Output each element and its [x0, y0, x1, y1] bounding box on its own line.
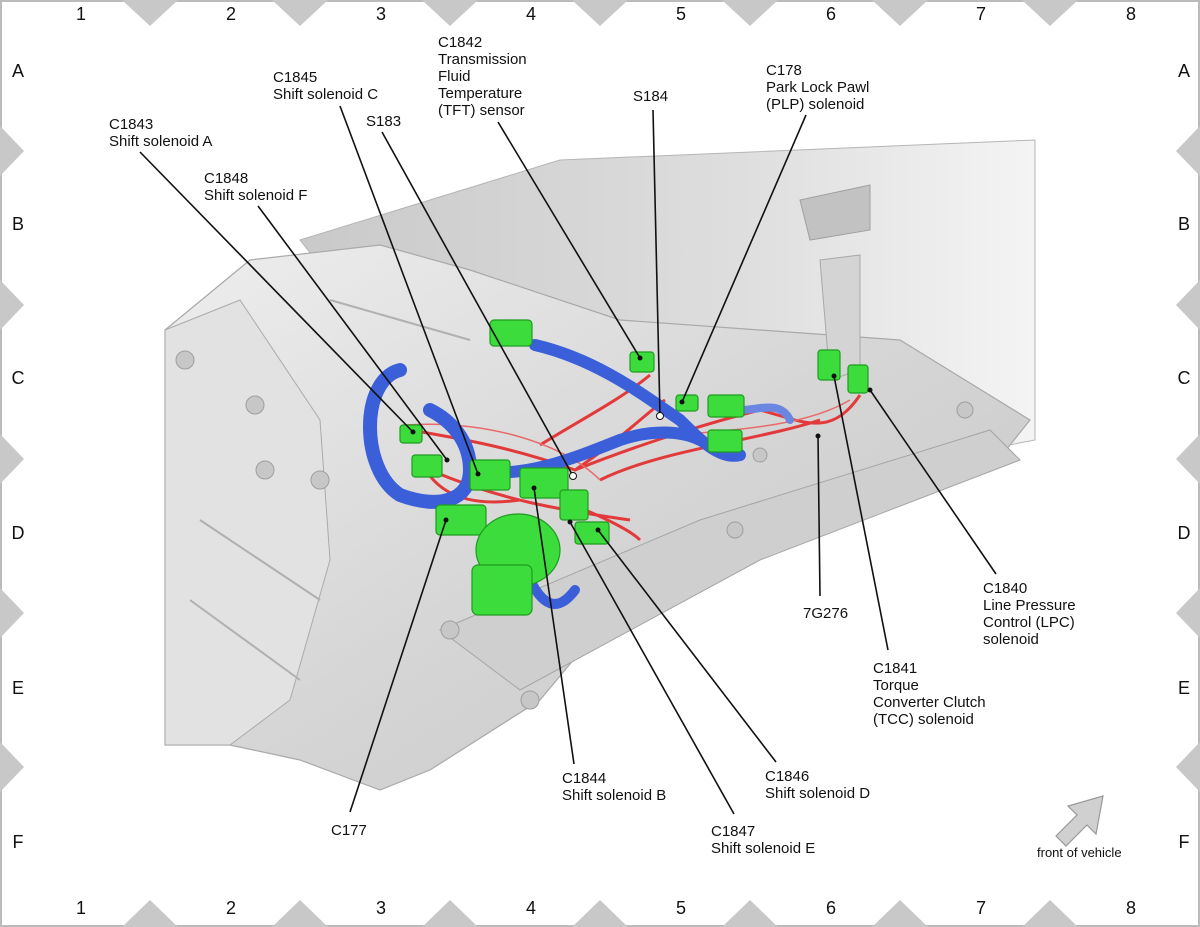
leader-7g276: [817, 435, 821, 597]
grid-markers-top: [122, 0, 1078, 26]
grid-markers-bottom: [122, 900, 1078, 927]
leader-c177: [349, 519, 447, 813]
leader-c178: [681, 114, 807, 403]
leader-lines: [139, 105, 997, 815]
leader-tips: [410, 355, 873, 533]
leader-c1842: [497, 121, 641, 359]
leader-c1846: [597, 529, 777, 763]
grid-markers-right: [1176, 126, 1200, 792]
leader-c1844: [533, 487, 575, 765]
leader-s184: [652, 109, 661, 417]
leader-c1841: [833, 375, 889, 651]
leader-s183: [381, 131, 574, 477]
leader-c1843: [139, 151, 414, 433]
leader-c1848: [257, 205, 448, 461]
grid-markers-left: [0, 126, 24, 792]
arrow-up-right-icon: [1055, 795, 1104, 847]
leader-c1840: [869, 389, 997, 575]
leader-c1847: [569, 521, 735, 815]
connectors: [399, 319, 869, 616]
leader-c1845: [339, 105, 479, 475]
